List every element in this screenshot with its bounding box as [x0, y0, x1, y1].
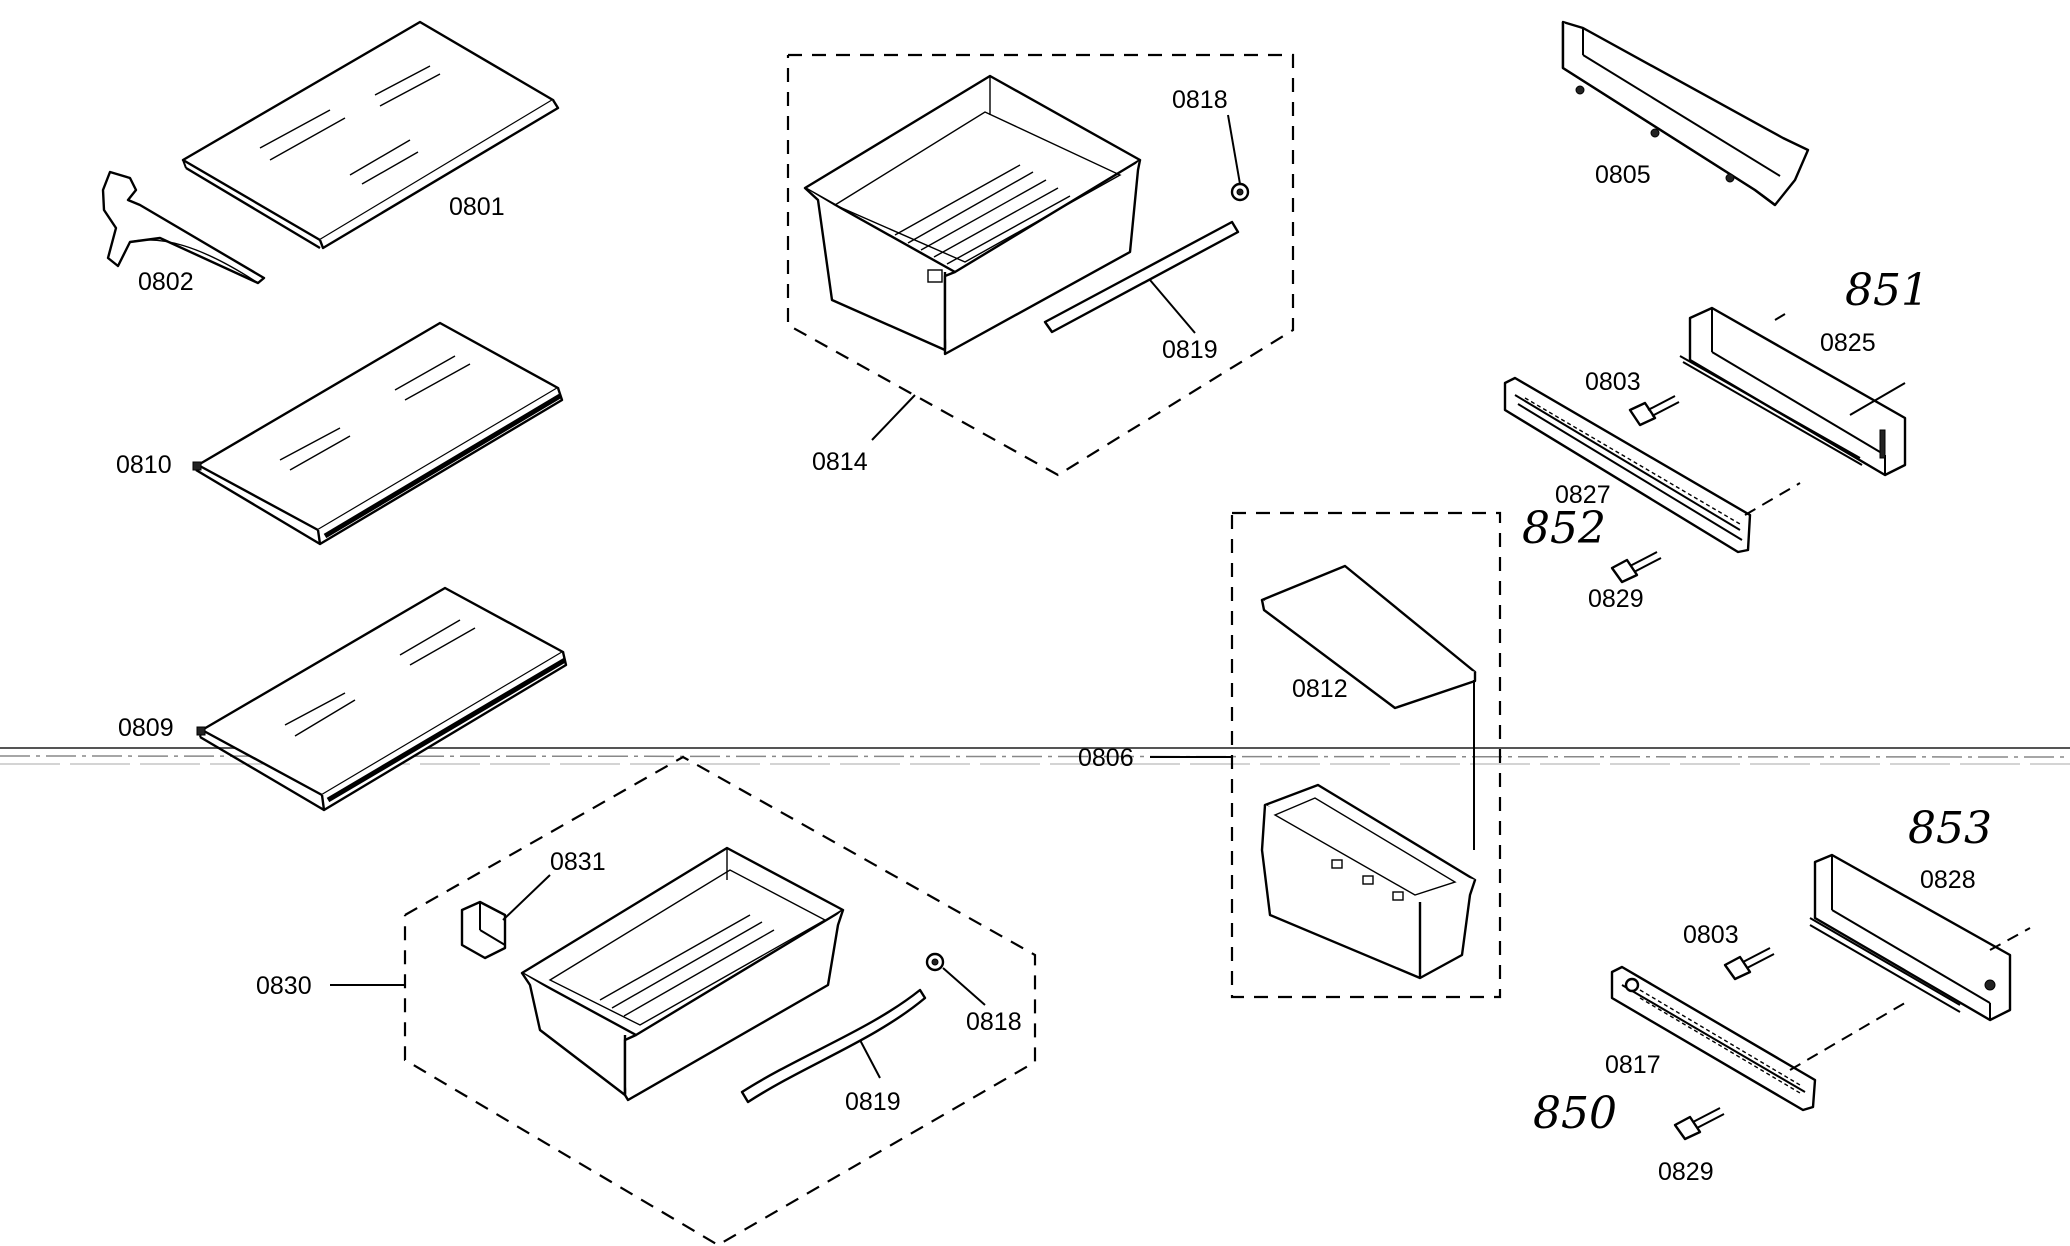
part-label-0803-bottom: 0803	[1683, 921, 1739, 949]
handwritten-note-851: 851	[1845, 265, 1929, 316]
part-label-0803-top: 0803	[1585, 368, 1641, 396]
glass-shelf-0810	[192, 321, 564, 546]
part-label-0818-top: 0818	[1172, 86, 1228, 114]
shelf-bracket-0802	[101, 170, 266, 285]
cap-0818-top	[1227, 114, 1250, 202]
part-label-0810: 0810	[116, 451, 172, 479]
clip-0831	[460, 900, 507, 960]
part-label-0805: 0805	[1595, 161, 1651, 189]
part-label-0802: 0802	[138, 268, 194, 296]
part-label-0801: 0801	[449, 193, 505, 221]
cover-0805	[1561, 20, 1810, 207]
leader-0814	[871, 394, 916, 441]
crisper-group-0814-outline	[786, 53, 1295, 477]
handwritten-note-853: 853	[1908, 803, 1992, 854]
screw-0803-bottom	[1723, 947, 1775, 981]
part-label-0831: 0831	[550, 848, 606, 876]
slide-cover-0825	[1679, 306, 1907, 477]
handwritten-note-850: 850	[1533, 1088, 1617, 1139]
screw-0803-top	[1628, 395, 1680, 427]
leader-0828-axis	[1989, 927, 2031, 951]
crisper-drawer-0814	[803, 74, 1142, 356]
part-label-0830: 0830	[256, 972, 312, 1000]
screw-0829-top	[1610, 551, 1662, 584]
part-label-0828: 0828	[1920, 866, 1976, 894]
part-label-0812: 0812	[1292, 675, 1348, 703]
drawer-0830	[520, 846, 845, 1102]
slide-rail-0817	[1610, 965, 1817, 1112]
slide-rail-0827	[1503, 376, 1752, 554]
part-label-0814: 0814	[812, 448, 868, 476]
glass-shelf-0809	[196, 586, 568, 812]
screw-0829-bottom	[1673, 1107, 1725, 1141]
leader-0831	[502, 874, 551, 921]
bin-0806	[1260, 783, 1477, 980]
seal-rod-0819-top	[1043, 220, 1240, 334]
bin-group-0806-outline	[1230, 511, 1502, 999]
slide-cover-0828	[1809, 853, 2012, 1022]
part-label-0829-top: 0829	[1588, 585, 1644, 613]
leader-0817-axis	[1789, 999, 1911, 1071]
part-label-0827: 0827	[1555, 481, 1611, 509]
leader-0827	[1744, 482, 1801, 516]
part-label-0818-bottom: 0818	[966, 1008, 1022, 1036]
part-label-0819-top: 0819	[1162, 336, 1218, 364]
part-label-0809: 0809	[118, 714, 174, 742]
cap-0818-bottom	[925, 952, 986, 1006]
part-label-0817: 0817	[1605, 1051, 1661, 1079]
part-label-0819-bottom: 0819	[845, 1088, 901, 1116]
seal-rod-0819-bottom	[740, 988, 927, 1104]
part-label-0825: 0825	[1820, 329, 1876, 357]
drawer-group-0830-outline	[403, 755, 1037, 1246]
lid-0812	[1260, 564, 1477, 710]
glass-shelf-0801	[181, 20, 560, 250]
part-label-0829-bottom: 0829	[1658, 1158, 1714, 1186]
handwritten-note-852: 852	[1522, 503, 1606, 554]
part-label-0806: 0806	[1078, 744, 1134, 772]
